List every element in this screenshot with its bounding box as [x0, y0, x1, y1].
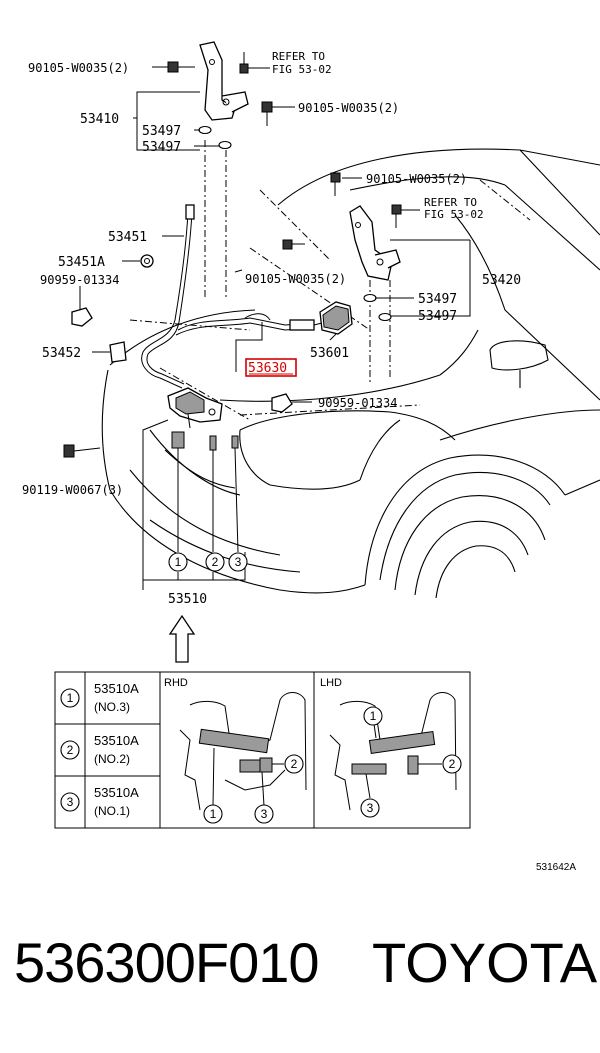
rhd-lock-drawing: [179, 692, 307, 811]
lhd-label: LHD: [320, 677, 342, 689]
clip-icon: [271, 393, 293, 413]
svg-text:1: 1: [210, 807, 217, 821]
callout-clip-lower: 90959-01334: [318, 396, 397, 410]
callout-clip-upper: 90959-01334: [40, 273, 119, 287]
callout-spacer-right-1: 53497: [418, 292, 457, 307]
refer-to-label: REFER TO: [424, 196, 477, 209]
svg-text:2: 2: [67, 743, 74, 757]
legend-row-1: 1 53510A (NO.3): [60, 681, 139, 714]
callout-cable-guide: 53451: [108, 230, 147, 245]
leader-lines: [79, 66, 471, 403]
circled-number-3: 3: [228, 552, 248, 572]
legend-sub: (NO.1): [94, 804, 130, 818]
refer-fig-label: FIG 53-02: [424, 208, 484, 221]
callout-cable-highlight[interactable]: 53630: [248, 361, 287, 376]
callout-clamp: 53451A: [58, 255, 105, 270]
callout-spacer-right-2: 53497: [418, 309, 457, 324]
callout-lock-assembly: 53510: [168, 592, 207, 607]
callout-hinge-left: 53410: [80, 112, 119, 127]
callout-bracket: 53452: [42, 346, 81, 361]
legend-part: 53510A: [94, 733, 139, 748]
refer-fig-label: FIG 53-02: [272, 63, 332, 76]
part-number: 536300F010: [14, 931, 320, 994]
rhd-callout-1: 1: [203, 804, 223, 824]
legend-table: [54, 671, 471, 829]
circled-number-2: 2: [205, 552, 225, 572]
clamp-icon: [140, 254, 154, 268]
callout-bolt-mid: 90105-W0035(2): [245, 272, 346, 286]
clip-icon: [71, 307, 93, 327]
refer-to-label: REFER TO: [272, 50, 325, 63]
svg-text:2: 2: [449, 757, 456, 771]
spacer-icon: [198, 125, 232, 150]
legend-sub: (NO.2): [94, 752, 130, 766]
svg-text:2: 2: [291, 757, 298, 771]
rhd-label: RHD: [164, 677, 188, 689]
callout-bolt-top-left: 90105-W0035(2): [28, 61, 129, 75]
lhd-lock-drawing: [329, 692, 457, 811]
callout-spacer-left-1: 53497: [142, 124, 181, 139]
lhd-callout-2: 2: [442, 754, 462, 774]
circled-number-1: 1: [168, 552, 188, 572]
lhd-callout-1: 1: [363, 706, 383, 726]
svg-text:2: 2: [212, 555, 219, 569]
svg-text:1: 1: [175, 555, 182, 569]
legend-part: 53510A: [94, 785, 139, 800]
hood-hinge-right[interactable]: [349, 205, 401, 281]
rhd-callout-2: 2: [284, 754, 304, 774]
hood-release-handle[interactable]: [319, 301, 353, 335]
svg-text:1: 1: [370, 709, 377, 723]
callout-bolt-top-right: 90105-W0035(2): [366, 172, 467, 186]
parts-diagram: 90105-W0035(2) REFER TO FIG 53-02 53410 …: [22, 41, 600, 873]
hood-lock-assembly[interactable]: [167, 387, 223, 429]
callout-hinge-right: 53420: [482, 273, 521, 288]
bolt-icon: [63, 444, 101, 458]
spacer-icon: [363, 293, 392, 322]
svg-text:3: 3: [367, 801, 374, 815]
callout-handle: 53601: [310, 346, 349, 361]
svg-text:3: 3: [261, 807, 268, 821]
arrow-up-icon: [168, 614, 196, 663]
legend-part: 53510A: [94, 681, 139, 696]
callout-bolt-lower: 90119-W0067(3): [22, 483, 123, 497]
legend-sub: (NO.3): [94, 700, 130, 714]
legend-row-2: 2 53510A (NO.2): [60, 733, 139, 766]
callout-bolt-hinge-left: 90105-W0035(2): [298, 101, 399, 115]
svg-text:1: 1: [67, 691, 74, 705]
callout-spacer-left-2: 53497: [142, 140, 181, 155]
brand-name: TOYOTA: [372, 931, 598, 994]
svg-text:3: 3: [235, 555, 242, 569]
hood-hinge-left[interactable]: [199, 41, 249, 121]
bracket-icon: [109, 341, 127, 363]
hood-lock-control-cable[interactable]: [141, 204, 327, 389]
highlight-box: [245, 358, 297, 377]
bolt-icon: [282, 172, 402, 250]
lhd-callout-3: 3: [360, 798, 380, 818]
spring-icon: [171, 431, 239, 451]
svg-text:3: 3: [67, 795, 74, 809]
legend-row-3: 3 53510A (NO.1): [60, 785, 139, 818]
leader-lines: [142, 419, 246, 590]
diagram-code: 531642A: [536, 862, 576, 873]
rhd-callout-3: 3: [254, 804, 274, 824]
